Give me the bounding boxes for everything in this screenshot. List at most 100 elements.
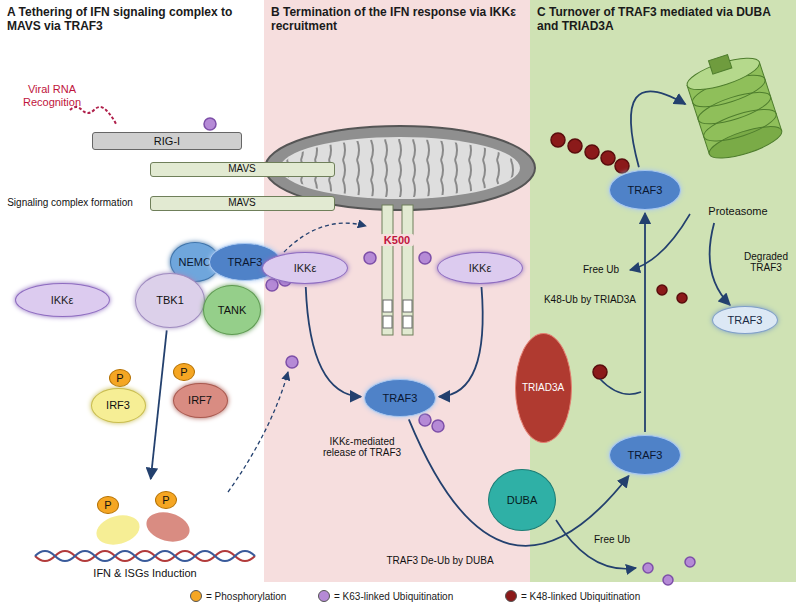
annotation-label: Free Ub xyxy=(587,534,637,546)
k48-ubiquitin xyxy=(585,145,599,159)
k48-ubiquitin xyxy=(601,151,615,165)
adaptor-bar: MAVS xyxy=(150,162,335,177)
k63-ubiquitin xyxy=(432,420,444,432)
node-label: P xyxy=(104,499,111,512)
node-label: IFN & ISGs Induction xyxy=(93,567,196,580)
protein-oval: IRF3 xyxy=(91,388,146,423)
k48-ubiquitin xyxy=(551,133,687,379)
k63-ubiquitin xyxy=(663,575,673,585)
node-label: MAVS xyxy=(228,163,256,175)
node-label: P xyxy=(162,494,169,507)
mavs-tail xyxy=(383,316,392,328)
panel-title: A Tethering of IFN signaling complex to … xyxy=(0,0,264,33)
pathway-arrow xyxy=(151,330,167,479)
k48-ubiquitin xyxy=(551,133,565,147)
adaptor-bar: MAVS xyxy=(150,196,335,211)
pathway-arrow xyxy=(644,213,646,432)
panel-band: B Termination of the IFN response via IK… xyxy=(264,0,530,582)
phospho-circle: P xyxy=(155,491,177,509)
mavs-tail xyxy=(383,300,392,312)
legend: = Phosphorylation = K63-linked Ubiquitina… xyxy=(0,590,796,608)
irf-dimer xyxy=(93,508,193,549)
panel-title: C Turnover of TRAF3 mediated via DUBA an… xyxy=(530,0,796,33)
mitochondrion xyxy=(282,139,518,197)
k63-ubiquitin xyxy=(685,557,695,567)
k48-ubiquitin xyxy=(615,159,629,173)
mavs-tail xyxy=(382,205,393,335)
node-label: NEMO xyxy=(179,256,212,269)
protein-oval: TRAF3 xyxy=(712,306,778,334)
pathway-arrow xyxy=(439,287,483,397)
node-label: TRAF3 xyxy=(383,392,418,405)
annotation-label: Degraded TRAF3 xyxy=(738,251,794,274)
mavs-tail xyxy=(403,316,412,328)
protein-oval: TRAF3 xyxy=(609,435,681,475)
annotation-label: IKKε-mediated release of TRAF3 xyxy=(312,436,412,459)
phospho-circle: P xyxy=(173,363,195,381)
node-label: P xyxy=(180,366,187,379)
irf-dimer xyxy=(143,508,193,546)
dna-helix xyxy=(35,551,255,561)
pathway-arrow xyxy=(409,419,629,545)
node-label: IKKε xyxy=(51,294,74,307)
edge-label: K48-Ub by TRIAD3A xyxy=(542,294,638,306)
legend-swatch xyxy=(190,590,202,602)
legend-swatch xyxy=(318,590,330,602)
pathway-arrow xyxy=(306,287,361,397)
dashed-arrow xyxy=(228,223,366,492)
node-label: TRAF3 xyxy=(628,449,663,462)
k63-ubiquitin xyxy=(419,414,431,426)
k63-ubiquitin xyxy=(204,118,695,585)
release-arrow xyxy=(556,214,690,569)
irf-dimer xyxy=(93,511,143,549)
proteasome xyxy=(700,103,779,147)
dashed-arrow xyxy=(228,372,288,492)
k63-ubiquitin xyxy=(279,274,291,286)
k63-ubiquitin xyxy=(286,356,298,368)
protein-oval: TBK1 xyxy=(135,273,205,328)
node-label: RIG-I xyxy=(154,135,180,148)
node-label: TRIAD3A xyxy=(522,382,564,394)
pathway-arrow xyxy=(631,91,686,167)
k48-ubiquitin xyxy=(568,139,582,153)
mitochondrion xyxy=(265,126,535,210)
node-label: DUBA xyxy=(507,494,538,507)
release-arrow xyxy=(630,214,690,270)
k63-ubiquitin xyxy=(266,279,278,291)
phospho-circle: P xyxy=(109,369,131,387)
protein-oval: TRAF3 xyxy=(609,170,681,210)
node-label: MAVS xyxy=(228,197,256,209)
node-label: TRAF3 xyxy=(728,314,763,327)
enzyme-circle: DUBA xyxy=(488,469,556,531)
k48-ubiquitin xyxy=(593,365,607,379)
legend-item: = Phosphorylation xyxy=(190,590,286,602)
legend-text: = K63-linked Ubiquitination xyxy=(334,591,453,602)
proteasome-region: Proteasome xyxy=(688,50,788,220)
k48-ubiquitin xyxy=(657,285,667,295)
node-label: IRF3 xyxy=(106,399,130,412)
node-label: IKKε xyxy=(294,262,317,275)
annotation-label: TRAF3 De-Ub by DUBA xyxy=(375,555,505,567)
viral-rna xyxy=(70,107,116,124)
panel-title: B Termination of the IFN response via IK… xyxy=(264,0,530,33)
dashed-arrow xyxy=(284,223,366,252)
mitochondrion xyxy=(280,137,520,199)
node-label: TBK1 xyxy=(156,294,184,307)
legend-swatch xyxy=(505,590,517,602)
node-label: TANK xyxy=(218,304,247,317)
protein-oval: IKKε xyxy=(437,252,523,284)
proteasome xyxy=(708,55,731,74)
mavs-tail xyxy=(402,205,413,335)
proteasome xyxy=(706,120,785,164)
k63-ubiquitin xyxy=(643,563,653,573)
dna-helix xyxy=(35,551,255,561)
node-label: TRAF3 xyxy=(228,256,263,269)
proteasome xyxy=(695,86,774,130)
protein-oval: IKKε xyxy=(262,252,348,284)
receptor-bar: RIG-I xyxy=(92,132,242,150)
protein-oval: TRAF3 xyxy=(364,379,436,417)
k63-ubiquitin xyxy=(204,118,216,130)
legend-item: = K48-linked Ubiquitination xyxy=(505,590,640,602)
